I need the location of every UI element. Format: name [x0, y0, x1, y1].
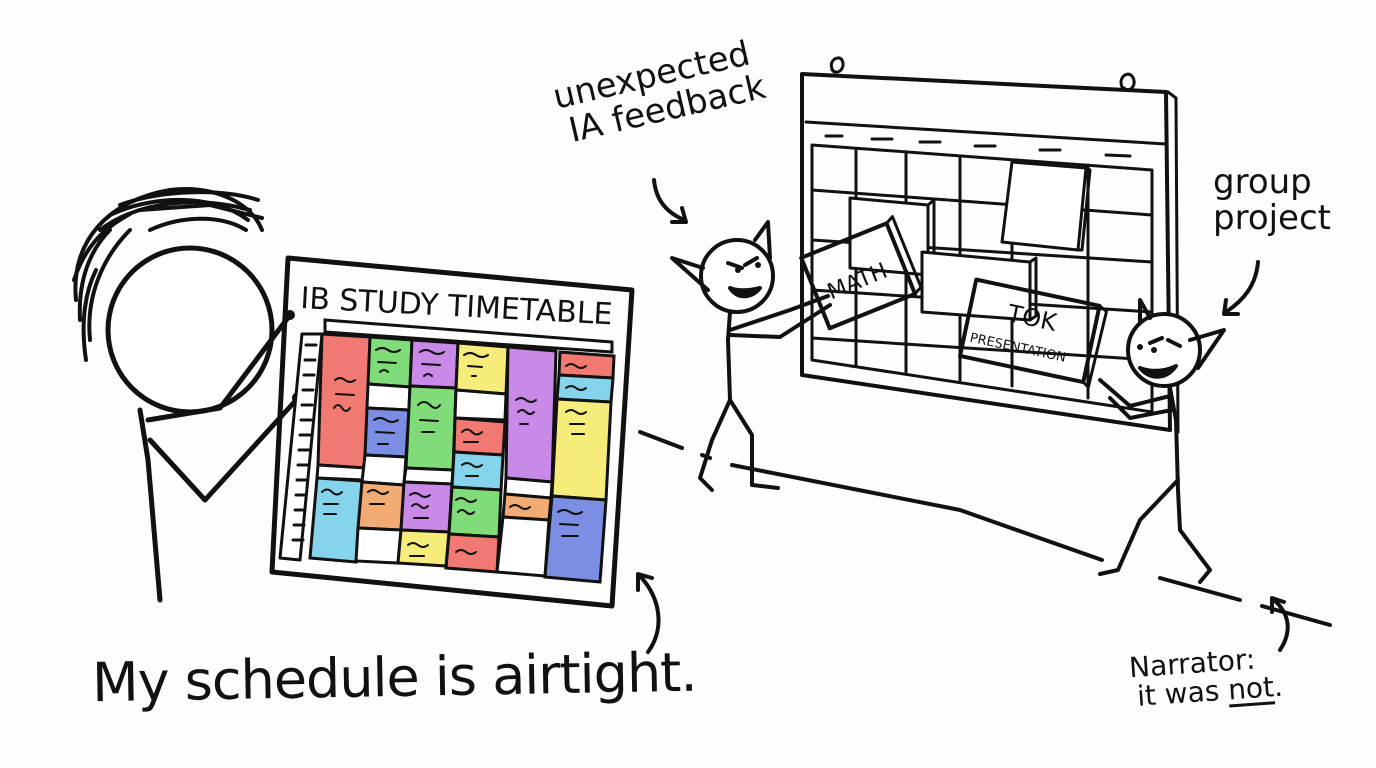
arrow-icon — [1272, 598, 1290, 652]
arrows — [636, 178, 1290, 654]
goblin-right — [1098, 298, 1226, 584]
arrow-icon — [652, 178, 686, 222]
annotation-line: project — [1213, 197, 1332, 238]
wall-calendar — [800, 56, 1180, 434]
hair — [72, 187, 264, 362]
arrow-icon — [1224, 260, 1260, 314]
main-caption: My schedule is airtight. — [91, 640, 697, 715]
study-timetable: IB STUDY TIMETABLE — [269, 255, 635, 609]
ring-icon — [1119, 72, 1136, 92]
annotation-narrator: Narrator: it was not. — [1128, 643, 1284, 714]
arrow-icon — [638, 574, 661, 654]
goblin-left — [670, 220, 832, 492]
narrator-text: it was — [1136, 673, 1230, 714]
ring-icon — [829, 56, 845, 74]
narrator-emphasis: not — [1227, 670, 1276, 707]
student — [72, 187, 304, 603]
annotation-line: group — [1213, 162, 1312, 202]
annotation-group-project: group project — [1213, 162, 1332, 238]
floor-line — [638, 430, 1332, 627]
